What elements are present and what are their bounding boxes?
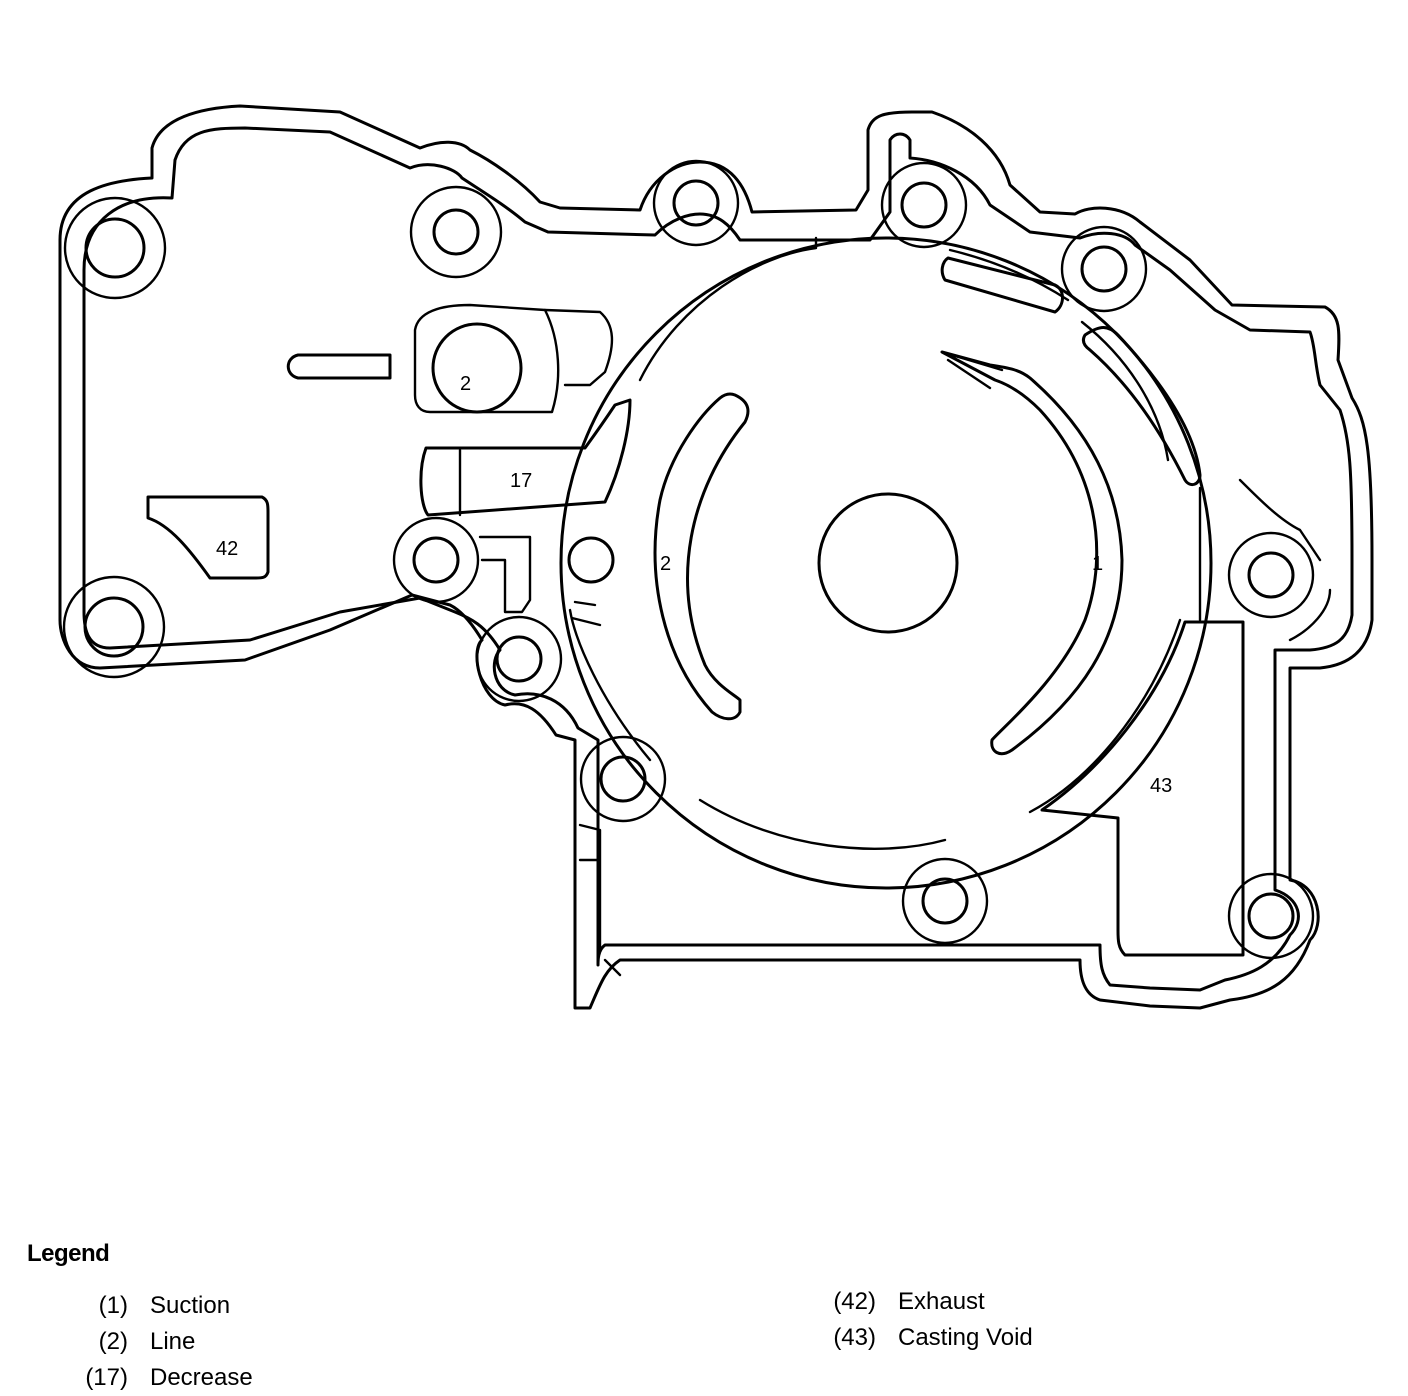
- bolt-hole: [1080, 245, 1128, 293]
- legend-item-label: Line: [150, 1328, 196, 1355]
- right-arc-channel: [1081, 326, 1202, 487]
- bolt-hole: [1247, 892, 1295, 940]
- legend-item: (42) Exhaust: [826, 1284, 1033, 1320]
- left-slot: [286, 353, 392, 380]
- callouts-layer: 1 2 2 17 42 43: [216, 373, 1172, 797]
- inner-ribs: [478, 478, 1332, 977]
- callout-17: 17: [510, 470, 532, 492]
- bolt-hole: [672, 179, 720, 227]
- bolt-hole-boss: [1227, 531, 1315, 619]
- bolt-hole: [412, 536, 460, 584]
- bolt-hole: [900, 181, 948, 229]
- legend-item: (1) Suction: [78, 1288, 253, 1324]
- outer-casting-outline: [58, 104, 1374, 1010]
- legend-item-number: (17): [85, 1364, 128, 1391]
- bolt-hole-boss: [901, 857, 989, 945]
- line-crescent: [653, 392, 750, 721]
- pump-body-diagram: [58, 104, 1374, 1010]
- bolt-hole: [567, 536, 615, 584]
- bolt-hole: [921, 877, 969, 925]
- legend-item-number: (43): [833, 1324, 876, 1351]
- legend-item: (43) Casting Void: [826, 1320, 1033, 1356]
- legend-item: (2) Line: [78, 1324, 253, 1360]
- legend-item-label: Suction: [150, 1292, 231, 1319]
- legend-item-number: (1): [98, 1292, 128, 1319]
- casting-void: [1040, 620, 1245, 957]
- callout-2-top: 2: [460, 373, 471, 395]
- bolt-hole-boss: [579, 735, 667, 823]
- bolt-hole: [432, 208, 480, 256]
- pump-bore-inner: [568, 236, 1182, 850]
- bolt-hole-boss: [1227, 872, 1315, 960]
- bolt-hole-boss: [409, 185, 503, 279]
- callout-1: 1: [1092, 553, 1103, 575]
- decrease-chamber: [419, 398, 632, 517]
- callout-42: 42: [216, 538, 238, 560]
- suction-pointer: [940, 350, 1004, 390]
- center-hub: [817, 492, 959, 634]
- legend-item-number: (2): [98, 1328, 128, 1355]
- bolt-hole: [83, 596, 145, 658]
- bolt-hole: [84, 217, 146, 279]
- pump-bore-outer: [559, 236, 1213, 890]
- bolt-hole-boss: [652, 159, 740, 247]
- legend-item-label: Exhaust: [898, 1288, 985, 1315]
- bolt-hole-boss: [62, 575, 166, 679]
- bolt-hole-boss: [475, 615, 563, 703]
- legend-item: (17) Decrease: [78, 1360, 253, 1396]
- callout-2-mid: 2: [660, 553, 671, 575]
- bolt-hole-boss: [63, 196, 167, 300]
- bolt-holes: [62, 159, 1315, 960]
- upper-arc-channel: [940, 256, 1064, 314]
- bolt-hole-boss: [1060, 225, 1148, 313]
- line-port-chamber: [413, 303, 560, 414]
- inner-rim-outline: [82, 126, 1354, 992]
- legend: Legend (1) Suction (2) Line (17) Decreas…: [0, 1230, 1408, 1394]
- exhaust-pocket: [146, 495, 270, 580]
- legend-title: Legend: [27, 1240, 110, 1267]
- bolt-hole: [495, 635, 543, 683]
- legend-item-label: Decrease: [150, 1364, 253, 1391]
- line-port-passage: [543, 308, 614, 387]
- legend-item-label: Casting Void: [898, 1324, 1033, 1351]
- bolt-hole-boss: [392, 516, 480, 604]
- legend-column-right: (42) Exhaust (43) Casting Void: [826, 1284, 1033, 1356]
- suction-crescent: [940, 350, 1124, 756]
- legend-column-left: (1) Suction (2) Line (17) Decrease: [78, 1288, 253, 1396]
- bolt-hole: [1247, 551, 1295, 599]
- callout-43: 43: [1150, 775, 1172, 797]
- bolt-hole-boss: [880, 161, 968, 249]
- legend-item-number: (42): [833, 1288, 876, 1315]
